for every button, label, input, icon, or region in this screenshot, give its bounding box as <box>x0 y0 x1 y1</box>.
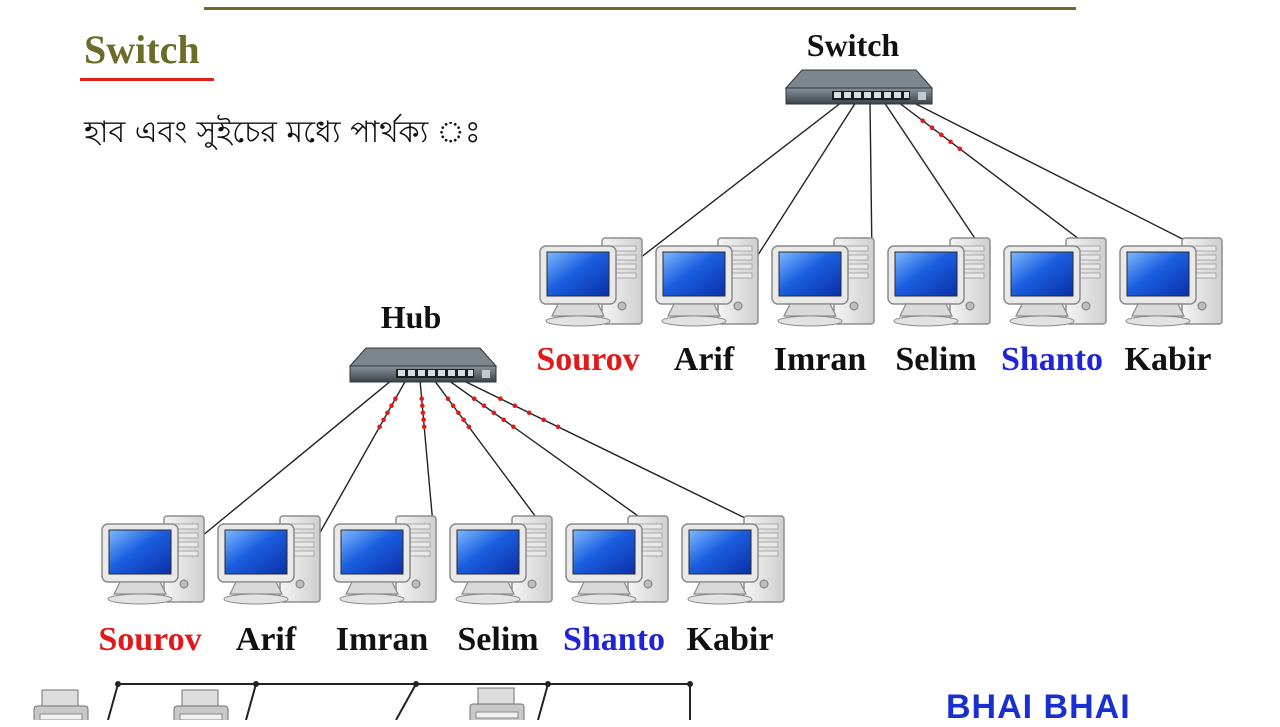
computer-icon <box>449 515 553 605</box>
computer-icon <box>565 515 669 605</box>
signal-dot <box>957 146 963 152</box>
bus-node <box>413 681 419 687</box>
computer-label: Kabir <box>1125 341 1212 378</box>
network-cable <box>639 101 843 259</box>
computer-icon <box>655 237 759 327</box>
signal-dot <box>498 396 503 402</box>
computer-label: Imran <box>336 621 429 658</box>
signal-dot <box>450 403 456 409</box>
network-cable <box>911 101 1221 259</box>
network-cable <box>201 379 393 537</box>
computer-icon <box>217 515 321 605</box>
signal-dot <box>541 417 546 423</box>
slide-subtitle: হাব এবং সুইচের মধ্যে পার্থক্য ঃ <box>84 115 481 150</box>
computer-label: Selim <box>457 621 538 658</box>
computer-label: Shanto <box>563 621 665 658</box>
signal-dot <box>512 403 518 409</box>
signal-dot <box>929 125 935 130</box>
signal-dot <box>555 424 561 430</box>
slide-title: Switch <box>84 27 200 72</box>
printer-icon <box>33 689 89 720</box>
hub-computers: Sourov Arif Imran Selim Shanto Kabir <box>98 515 785 658</box>
printer-icon <box>173 689 229 720</box>
switch-signal-markers <box>920 118 963 152</box>
bus-network-partial <box>33 681 693 720</box>
computer-label: Selim <box>895 341 976 378</box>
signal-dot <box>501 417 506 423</box>
bus-drop-cable <box>537 683 549 720</box>
computer-label: Arif <box>236 621 297 658</box>
computer-icon <box>1003 237 1107 327</box>
signal-dot <box>381 417 386 423</box>
brand-watermark: BHAI BHAI <box>946 688 1131 726</box>
network-cable <box>897 101 1105 259</box>
signal-dot <box>421 417 426 423</box>
network-cable <box>419 379 435 537</box>
bus-drop-cable <box>395 683 417 720</box>
network-cable <box>869 101 873 259</box>
printer-icon <box>469 687 525 720</box>
top-divider <box>204 7 1076 10</box>
signal-dot <box>445 396 451 402</box>
signal-dot <box>939 132 944 138</box>
bus-node <box>545 681 551 687</box>
switch-cables <box>639 101 1221 259</box>
switch-label: Switch <box>807 27 900 63</box>
computer-icon <box>101 515 205 605</box>
signal-dot <box>419 396 425 402</box>
signal-dot <box>511 424 516 430</box>
hub-cables <box>201 379 783 537</box>
bus-drop-cable <box>107 683 119 720</box>
signal-dot <box>471 396 477 402</box>
signal-dot <box>389 403 394 409</box>
computer-icon <box>1119 237 1223 327</box>
signal-dot <box>920 118 925 123</box>
network-cable <box>755 101 857 259</box>
switch-computers: Sourov Arif Imran Selim Shanto Kabir <box>536 237 1223 378</box>
signal-dot <box>393 396 398 402</box>
computer-icon <box>771 237 875 327</box>
hub-signal-markers <box>377 396 561 430</box>
computer-label: Arif <box>674 341 735 378</box>
computer-icon <box>333 515 437 605</box>
computer-icon <box>539 237 643 327</box>
network-cable <box>447 379 667 537</box>
computer-label: Imran <box>774 341 867 378</box>
network-cable <box>883 101 989 259</box>
signal-dot <box>491 410 497 416</box>
computer-label: Shanto <box>1001 341 1103 378</box>
switch-network: Switch Sourov Arif Imran Selim Shanto Kabir <box>536 27 1223 378</box>
computer-label: Sourov <box>536 341 639 378</box>
computer-label: Kabir <box>687 621 774 658</box>
computer-icon <box>681 515 785 605</box>
network-cable <box>461 379 783 537</box>
signal-dot <box>456 410 461 416</box>
signal-dot <box>481 403 487 409</box>
network-cable <box>317 379 407 537</box>
signal-dot <box>526 410 532 416</box>
signal-dot <box>420 410 426 416</box>
hub-label: Hub <box>381 299 441 335</box>
bus-node <box>115 681 121 687</box>
title-underline <box>80 78 214 81</box>
bus-node <box>687 681 693 687</box>
bus-drop-cable <box>245 683 257 720</box>
signal-dot <box>377 424 382 430</box>
signal-dot <box>420 403 425 409</box>
signal-dot <box>461 417 466 423</box>
signal-dot <box>385 410 390 416</box>
computer-label: Sourov <box>98 621 201 658</box>
signal-dot <box>948 139 953 145</box>
network-cable <box>433 379 551 537</box>
bus-node <box>253 681 259 687</box>
signal-dot <box>466 424 472 430</box>
signal-dot <box>421 424 427 430</box>
computer-icon <box>887 237 991 327</box>
switch-device-icon <box>785 69 933 105</box>
hub-device-icon <box>349 347 497 383</box>
